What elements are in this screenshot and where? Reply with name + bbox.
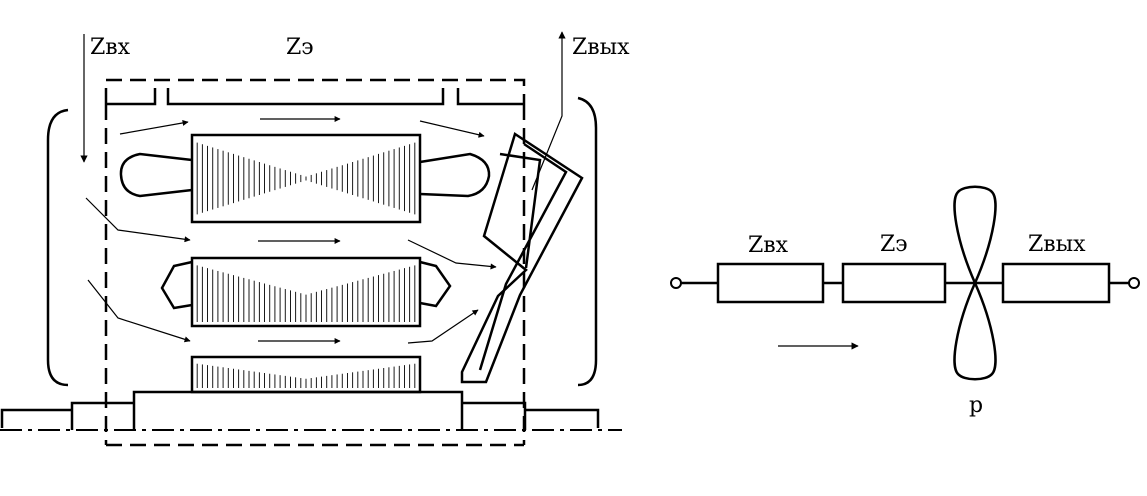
flow-arrow: [119, 119, 189, 135]
core-pack-top: [190, 133, 422, 224]
scheme-label-z-out: Zвых: [1028, 232, 1086, 257]
core-pack-middle: [190, 256, 422, 328]
core-pack-bottom: [190, 355, 422, 394]
right-bracket: [577, 96, 598, 387]
output-flow-arrow: [531, 31, 566, 191]
label-z-e: Zэ: [286, 35, 314, 60]
flow-arrow: [419, 120, 485, 138]
fan-blade: [460, 132, 584, 384]
label-z-in: Zвх: [90, 35, 131, 60]
terminal-right: [1128, 277, 1140, 289]
housing-outline: [104, 78, 526, 447]
housing-top-slots: [106, 88, 524, 106]
flow-arrow: [85, 197, 191, 243]
base-plate: [132, 390, 464, 430]
shaft-right-steps: [462, 401, 600, 430]
fan-symbol: [953, 185, 997, 381]
shaft-left-steps: [0, 401, 134, 430]
terminal-left: [670, 277, 682, 289]
left-bracket: [46, 108, 69, 387]
winding-mid-right: [419, 260, 452, 308]
equivalent-scheme: Zвх Zэ Zвых p: [670, 185, 1140, 418]
scheme-label-z-in: Zвх: [748, 233, 789, 258]
scheme-label-z-e: Zэ: [880, 232, 908, 257]
resistor-z-out: [1001, 262, 1111, 304]
flow-arrow: [407, 239, 497, 270]
label-z-out: Zвых: [572, 35, 630, 60]
winding-mid-left: [160, 260, 193, 310]
core-outline: [190, 133, 422, 224]
core-packs: [190, 133, 422, 394]
core-outline: [190, 256, 422, 328]
flow-arrow: [407, 309, 479, 344]
winding-top-left: [119, 152, 193, 198]
resistor-z-in: [716, 262, 825, 304]
resistor-z-e: [841, 262, 947, 304]
scheme-label-fan: p: [969, 393, 983, 418]
flow-arrow: [87, 279, 191, 343]
winding-top-right: [419, 152, 491, 198]
machine-section: Zвх Zэ Zвых: [0, 31, 630, 447]
airflow-arrows: [85, 116, 497, 344]
